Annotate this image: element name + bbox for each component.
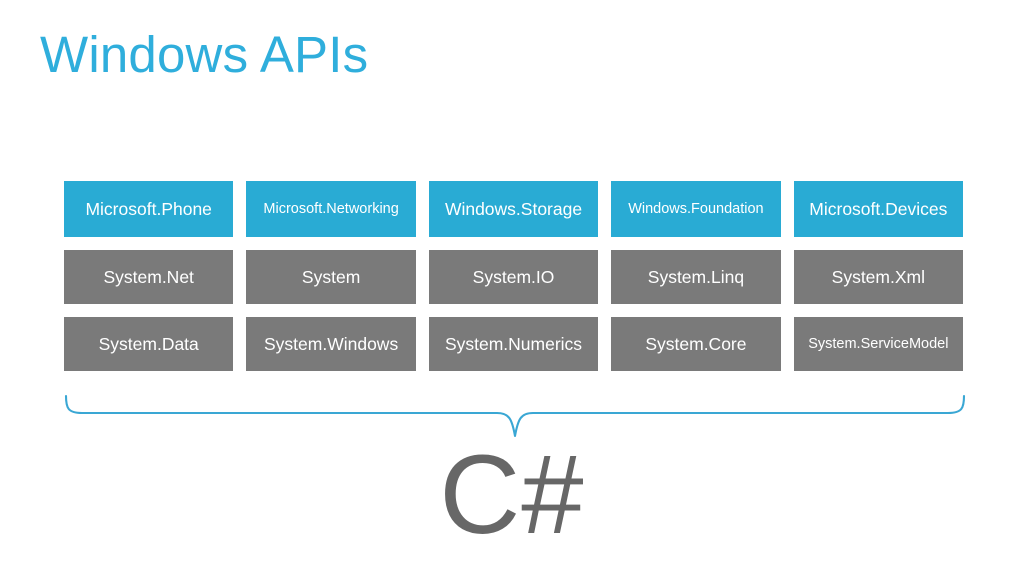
grouping-brace bbox=[60, 394, 970, 438]
namespace-box[interactable]: System bbox=[246, 250, 416, 304]
namespace-box[interactable]: System.ServiceModel bbox=[793, 317, 964, 371]
namespace-box[interactable]: System.Xml bbox=[793, 250, 964, 304]
namespace-box[interactable]: Microsoft.Networking bbox=[246, 181, 416, 237]
namespace-box[interactable]: System.Windows bbox=[246, 317, 416, 371]
namespace-box[interactable]: Windows.Foundation bbox=[611, 181, 781, 237]
namespace-box[interactable]: System.Core bbox=[611, 317, 781, 371]
namespace-box[interactable]: System.Numerics bbox=[428, 317, 599, 371]
namespace-box[interactable]: Microsoft.Phone bbox=[64, 181, 234, 237]
csharp-label: C# bbox=[439, 432, 585, 557]
namespace-box[interactable]: System.Net bbox=[64, 250, 234, 304]
curly-brace-icon bbox=[64, 394, 966, 438]
namespace-box[interactable]: Windows.Storage bbox=[428, 181, 599, 237]
namespace-box[interactable]: Microsoft.Devices bbox=[793, 181, 964, 237]
namespace-box[interactable]: System.IO bbox=[428, 250, 599, 304]
page-title: Windows APIs bbox=[40, 26, 369, 83]
namespace-box[interactable]: System.Data bbox=[64, 317, 234, 371]
namespace-box[interactable]: System.Linq bbox=[611, 250, 781, 304]
